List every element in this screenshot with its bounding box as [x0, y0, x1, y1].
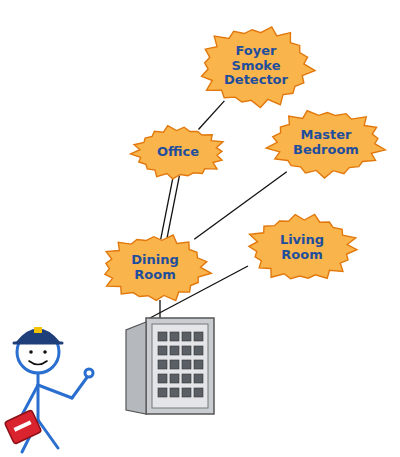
room-label: Living Room	[272, 233, 332, 263]
room-label: Dining Room	[125, 253, 185, 283]
room-label: Office	[157, 145, 199, 160]
tool-bag	[4, 410, 41, 444]
wire-connector	[198, 101, 224, 130]
room-label: Master Bedroom	[292, 128, 360, 158]
breaker-panel	[126, 318, 214, 414]
panel-wire	[159, 300, 160, 318]
room-label: Foyer Smoke Detector	[223, 44, 289, 89]
room-burst: Master Bedroom	[265, 108, 387, 178]
room-burst: Office	[130, 125, 227, 180]
room-burst: Foyer Smoke Detector	[196, 24, 316, 109]
room-burst: Living Room	[245, 213, 359, 283]
wire-connector	[167, 176, 180, 241]
room-burst: Dining Room	[98, 233, 212, 303]
wire-connector	[161, 175, 174, 240]
